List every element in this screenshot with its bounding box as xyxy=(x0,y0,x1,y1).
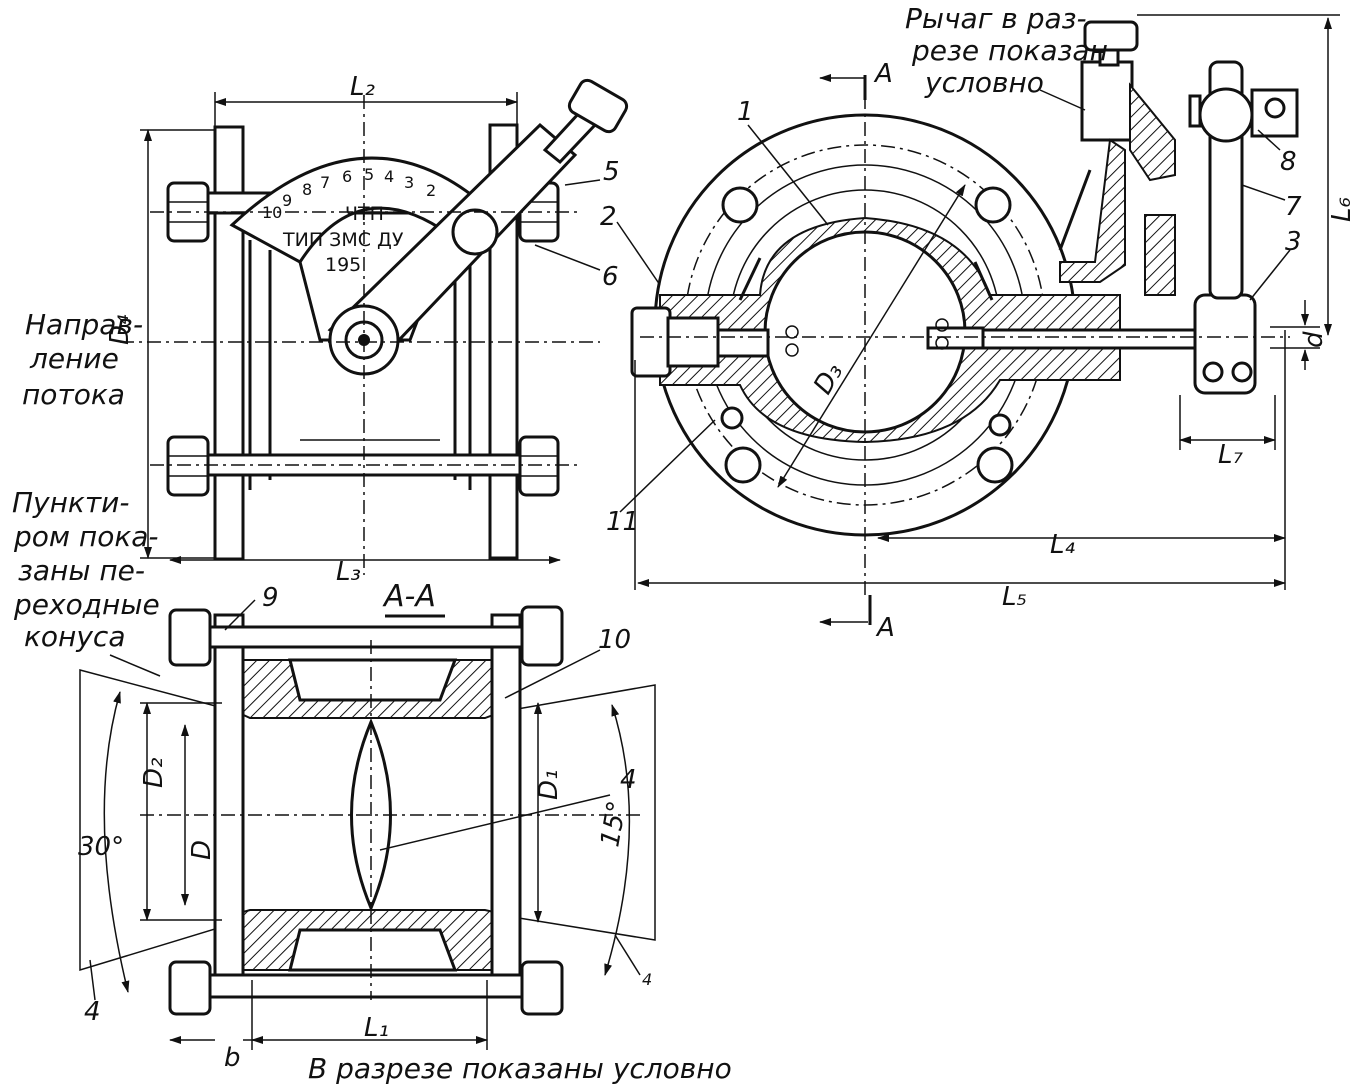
dim-D4: D₄ xyxy=(105,314,135,345)
callout-11: 11 xyxy=(606,507,639,537)
note-flow-direction-3: потока xyxy=(22,378,125,411)
nameplate-line3: 195 xyxy=(325,254,361,276)
dial-tick: 10 xyxy=(262,203,282,222)
note-cones-4: реходные xyxy=(13,588,160,621)
dim-L4: L₄ xyxy=(1050,530,1075,560)
note-cones-3: заны пе- xyxy=(18,554,145,587)
nameplate-line1: ЧТП xyxy=(345,203,384,225)
callout-1: 1 xyxy=(737,97,754,127)
callout-9: 9 xyxy=(262,583,279,613)
dial-tick: 4 xyxy=(384,167,394,186)
bolt-hole xyxy=(724,446,762,484)
lever-knob xyxy=(567,78,629,134)
note-cones-1: Пункти- xyxy=(12,486,129,519)
angle-30: 30° xyxy=(78,832,124,862)
nut xyxy=(520,605,564,667)
dim-L6: L₆ xyxy=(1327,197,1357,222)
note-cones-5: конуса xyxy=(24,620,125,653)
callout-4-disc: 4 xyxy=(620,765,637,795)
dim-L3: L₃ xyxy=(336,557,361,587)
callout-4-outlet: 4 xyxy=(642,970,652,989)
nut xyxy=(166,435,210,497)
callout-2: 2 xyxy=(600,202,617,232)
angle-15: 15° xyxy=(595,799,633,850)
note-lever-3: условно xyxy=(924,66,1044,99)
callout-6: 6 xyxy=(602,262,619,292)
nameplate-line2: ТИП ЗМС ДУ xyxy=(282,229,404,251)
dim-D2: D₂ xyxy=(139,758,169,788)
bolt-hole xyxy=(976,446,1014,484)
bolt-hole xyxy=(974,186,1012,224)
dim-L5: L₅ xyxy=(1002,582,1027,612)
dial-tick: 8 xyxy=(302,180,312,199)
nut xyxy=(520,960,564,1016)
bolt-hole xyxy=(721,186,759,224)
callout-3: 3 xyxy=(1285,227,1302,257)
dial-tick: 6 xyxy=(342,167,352,186)
dim-b: b xyxy=(224,1043,241,1073)
callout-5: 5 xyxy=(603,157,620,187)
dim-L1: L₁ xyxy=(364,1013,389,1043)
note-bottom: В разрезе показаны условно xyxy=(308,1052,732,1085)
dial-tick: 5 xyxy=(364,165,374,184)
nut xyxy=(168,608,212,667)
note-lever-2: резе показан xyxy=(911,34,1108,67)
dial-tick: 7 xyxy=(320,173,330,192)
dim-D1: D₁ xyxy=(534,770,564,800)
dim-D: D xyxy=(187,840,217,860)
callout-10: 10 xyxy=(598,625,631,655)
dim-d: d xyxy=(1299,331,1329,348)
callout-7: 7 xyxy=(1285,192,1302,222)
dial-tick: 9 xyxy=(282,191,292,210)
note-lever-1: Рычаг в раз- xyxy=(905,2,1087,35)
callout-4-inlet: 4 xyxy=(84,997,101,1027)
dim-D3: D₃ xyxy=(808,358,849,399)
dial-tick: 2 xyxy=(426,181,436,200)
front-view xyxy=(120,78,629,575)
dim-L7: L₇ xyxy=(1218,440,1243,470)
section-a-a xyxy=(79,605,656,1016)
note-cones-2: ром пока- xyxy=(13,520,159,553)
note-flow-direction-1: Направ- xyxy=(25,308,143,341)
section-title: А-А xyxy=(382,579,436,614)
section-mark-bottom: А xyxy=(875,613,895,643)
section-mark-top: А xyxy=(873,59,893,89)
dial-tick: 3 xyxy=(404,173,414,192)
angle-15-arc xyxy=(604,704,631,976)
dim-L2: L₂ xyxy=(350,72,375,102)
callout-8: 8 xyxy=(1280,147,1297,177)
nut xyxy=(168,960,212,1016)
note-flow-direction-2: ление xyxy=(29,342,119,375)
nut xyxy=(518,435,560,497)
dim-line-D3 xyxy=(777,184,966,488)
angle-30-arc xyxy=(103,691,130,993)
